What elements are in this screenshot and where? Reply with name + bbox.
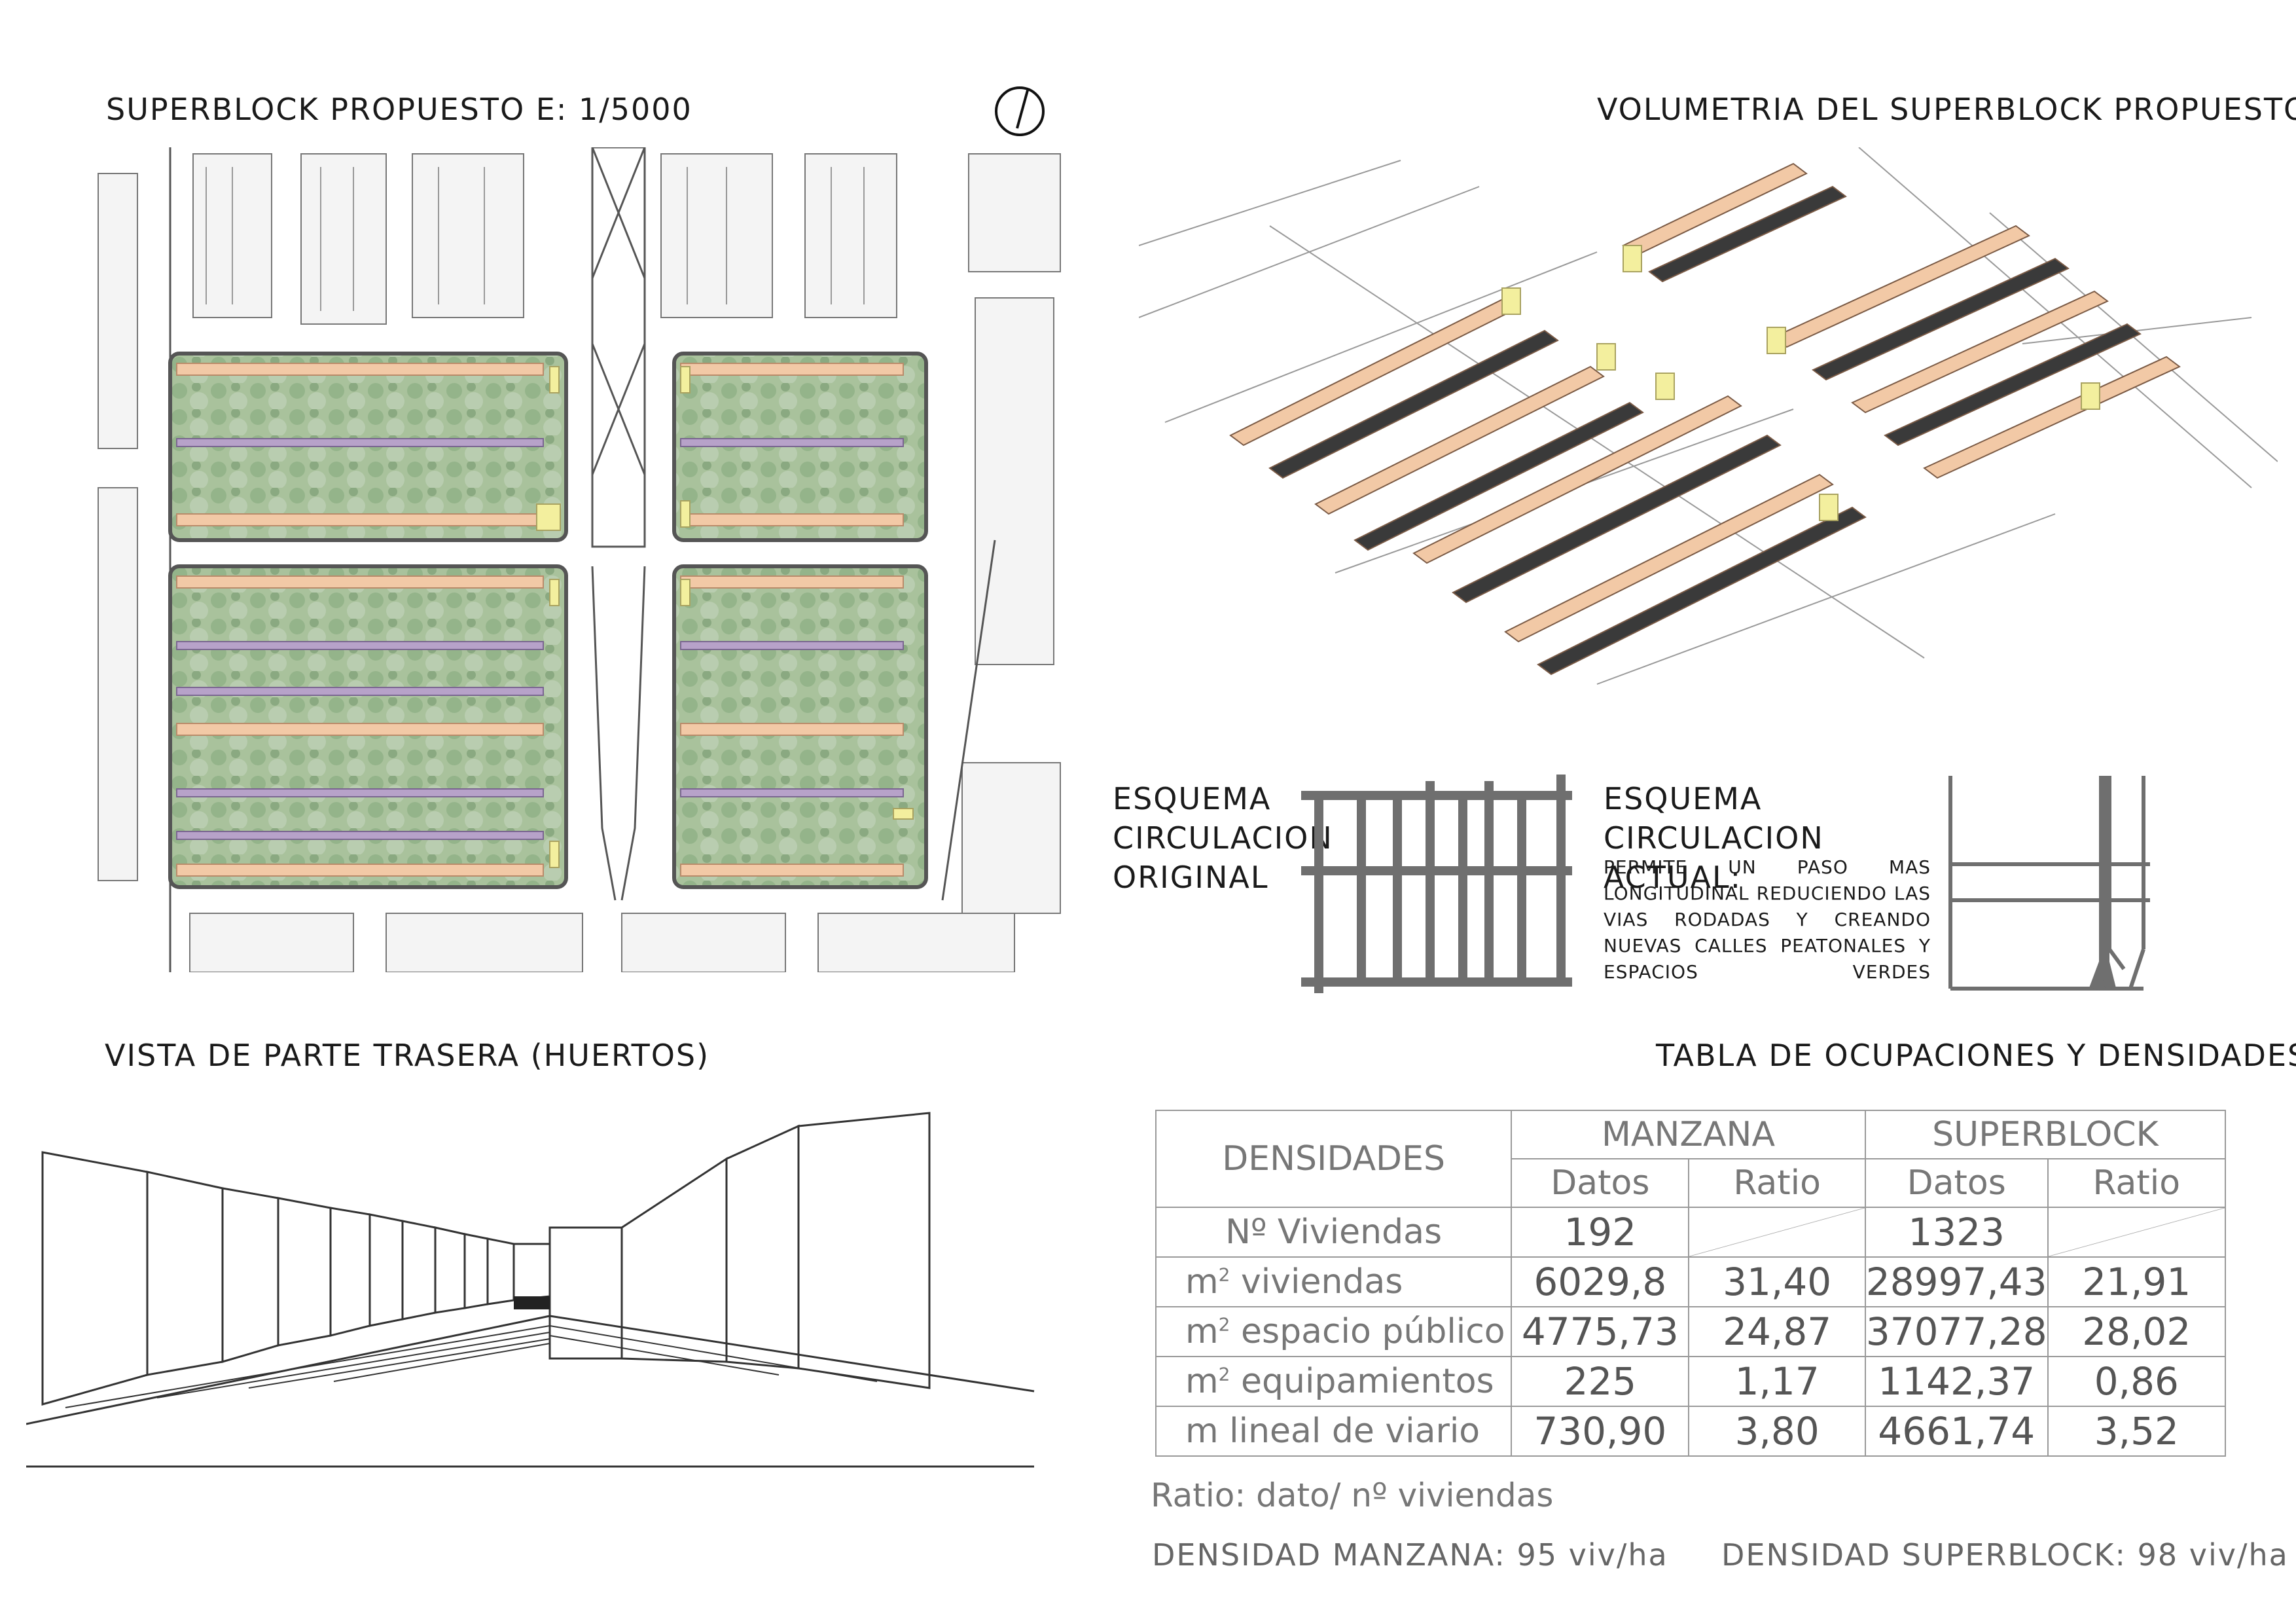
table-row: m2 espacio público 4775,73 24,87 37077,2… (1155, 1306, 2227, 1357)
table-row: m2 viviendas 6029,8 31,40 28997,43 21,91 (1155, 1256, 2227, 1307)
cell-empty (2047, 1207, 2227, 1258)
table-subheader: Datos (1864, 1158, 2049, 1208)
rear-view-title: VISTA DE PARTE TRASERA (HUERTOS) (105, 1038, 710, 1073)
cell: 730,90 (1511, 1406, 1690, 1457)
row-label-text: espacio público (1230, 1312, 1505, 1351)
table-title: TABLA DE OCUPACIONES Y DENSIDADES (1656, 1038, 2296, 1073)
cell: 1323 (1864, 1207, 2049, 1258)
cell: 225 (1511, 1356, 1690, 1407)
cell: 28,02 (2047, 1306, 2227, 1357)
cell-empty (1688, 1207, 1866, 1258)
table-row: m lineal de viario 730,90 3,80 4661,74 3… (1155, 1406, 2227, 1457)
cell: 24,87 (1688, 1306, 1866, 1357)
cell: 28997,43 (1864, 1256, 2049, 1307)
table-group-superblock: SUPERBLOCK (1864, 1110, 2227, 1159)
table-subheader: Ratio (2047, 1158, 2227, 1208)
scheme-actual-label: ESQUEMA CIRCULACION ACTUAL: (1604, 779, 1944, 897)
density-manzana: DENSIDAD MANZANA: 95 viv/ha (1152, 1537, 1668, 1573)
row-label: m2 equipamientos (1155, 1356, 1513, 1407)
table-subheader: Ratio (1688, 1158, 1866, 1208)
cell: 1,17 (1688, 1356, 1866, 1407)
plan-title: SUPERBLOCK PROPUESTO E: 1/5000 (106, 92, 692, 127)
density-table: DENSIDADES MANZANA SUPERBLOCK Datos Rati… (1155, 1110, 2227, 1457)
table-subheader: Datos (1511, 1158, 1690, 1208)
scheme-original-line-2: CIRCULACION (1113, 820, 1333, 856)
rear-view-drawing (26, 1100, 1047, 1473)
scheme-original-diagram (1299, 773, 1574, 995)
row-label-text: Nº Viviendas (1225, 1213, 1443, 1252)
cell: 1142,37 (1864, 1356, 2049, 1407)
cell: 6029,8 (1511, 1256, 1690, 1307)
scheme-actual-line-1: ESQUEMA CIRCULACION (1604, 781, 1824, 856)
volume-title: VOLUMETRIA DEL SUPERBLOCK PROPUESTO (1597, 92, 2296, 127)
ratio-note: Ratio: dato/ nº viviendas (1151, 1476, 1554, 1514)
cell: 37077,28 (1864, 1306, 2049, 1357)
cell: 4661,74 (1864, 1406, 2049, 1457)
north-arrow-icon (994, 85, 1046, 137)
row-label-text: viviendas (1230, 1262, 1403, 1302)
scheme-original-line-3: ORIGINAL (1113, 860, 1269, 895)
cell: 4775,73 (1511, 1306, 1690, 1357)
table-row: Nº Viviendas 192 1323 (1155, 1207, 2227, 1258)
table-row: m2 equipamientos 225 1,17 1142,37 0,86 (1155, 1356, 2227, 1407)
cell: 21,91 (2047, 1256, 2227, 1307)
cell: 0,86 (2047, 1356, 2227, 1407)
density-superblock: DENSIDAD SUPERBLOCK: 98 viv/ha (1721, 1537, 2289, 1573)
cell: 31,40 (1688, 1256, 1866, 1307)
cell: 3,52 (2047, 1406, 2227, 1457)
cell: 192 (1511, 1207, 1690, 1258)
row-label-text: equipamientos (1230, 1362, 1494, 1401)
scheme-actual-description: PERMITE UN PASO MAS LONGITUDINAL REDUCIE… (1604, 856, 1931, 983)
table-group-manzana: MANZANA (1511, 1110, 1866, 1159)
scheme-actual-diagram (1947, 773, 2163, 995)
volumetric-view (1139, 147, 2278, 710)
row-label: Nº Viviendas (1155, 1207, 1513, 1258)
scheme-actual-line-2: ACTUAL: (1604, 860, 1742, 895)
table-corner-header: DENSIDADES (1155, 1110, 1513, 1208)
scheme-original-label: ESQUEMA CIRCULACION ORIGINAL (1113, 779, 1333, 897)
row-label: m2 espacio público (1155, 1306, 1513, 1357)
row-label: m2 viviendas (1155, 1256, 1513, 1307)
cell: 3,80 (1688, 1406, 1866, 1457)
row-label: m lineal de viario (1155, 1406, 1513, 1457)
scheme-original-line-1: ESQUEMA (1113, 781, 1272, 816)
site-plan (92, 147, 1067, 972)
